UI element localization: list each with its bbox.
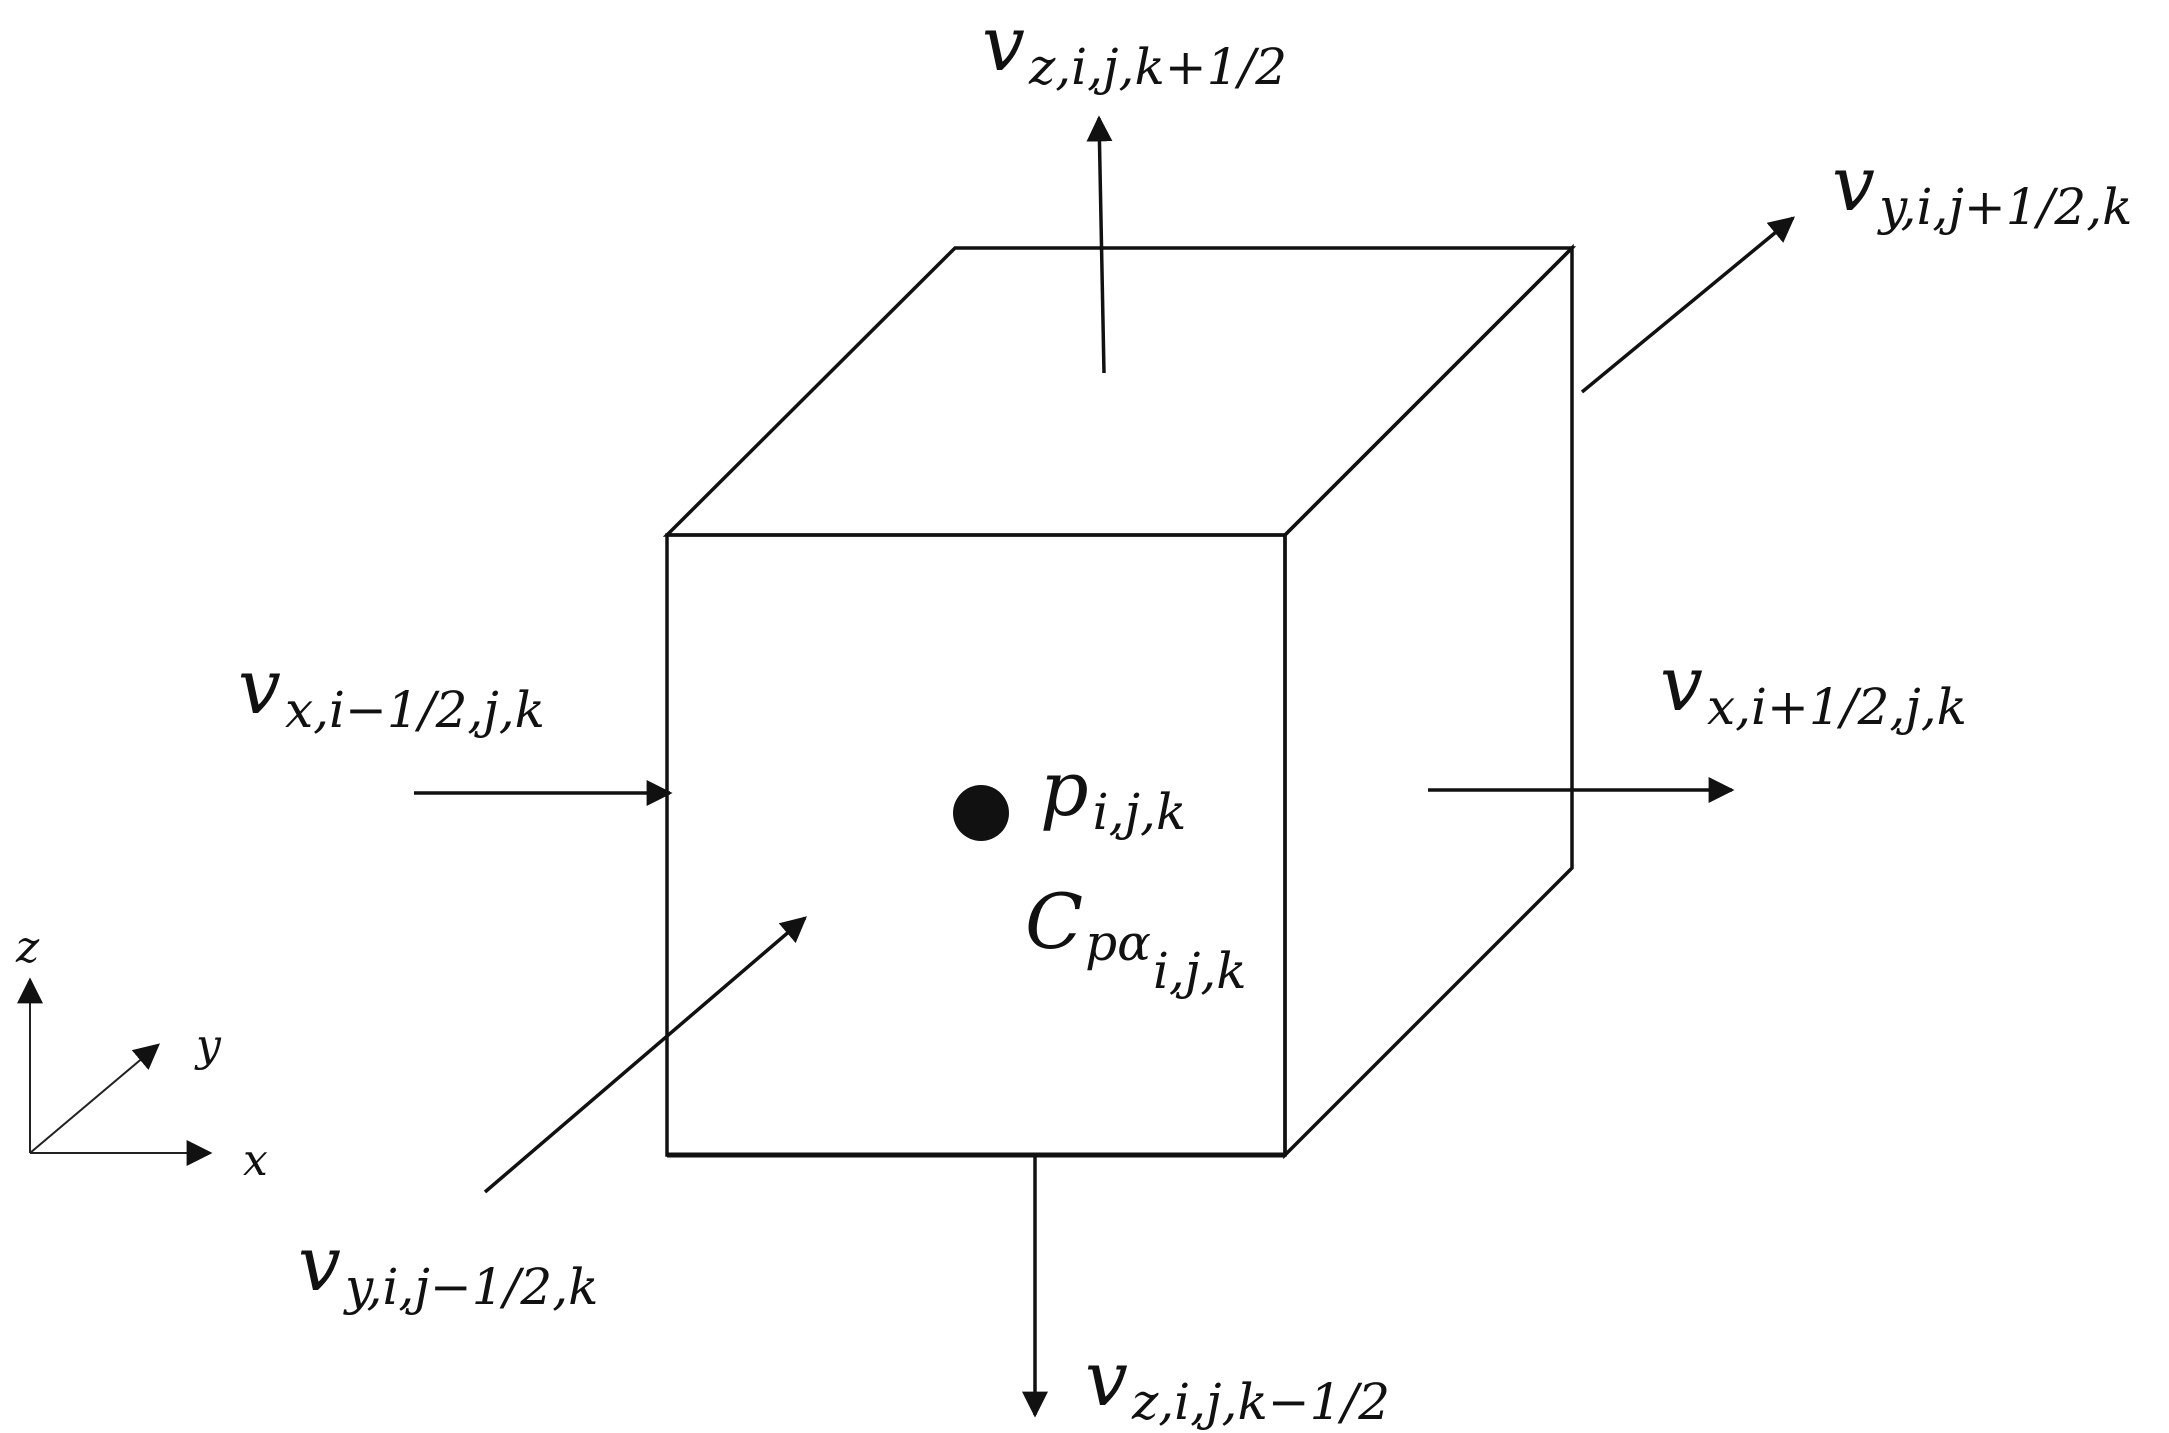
vz-top-label: vz,i,j,k+1/2 (982, 0, 1287, 96)
cell-center-point (953, 785, 1009, 841)
svg-text:vz,i,j,k−1/2: vz,i,j,k−1/2 (1085, 1334, 1390, 1431)
cube (662, 243, 1577, 1160)
svg-text:vy,i,j+1/2,k: vy,i,j+1/2,k (1832, 139, 2132, 236)
pressure-label: pi,j,k (1040, 744, 1186, 841)
svg-text:vx,i+1/2,j,k: vx,i+1/2,j,k (1660, 639, 1967, 736)
cube-front-face (665, 533, 1287, 1157)
vy-front-label: vy,i,j−1/2,k (298, 1219, 598, 1316)
z-axis-label: z (15, 922, 40, 973)
coordinate-axes: z y x (15, 922, 268, 1186)
svg-text:Cpαi,j,k: Cpαi,j,k (1025, 877, 1247, 1000)
flow-arrows (414, 115, 1796, 1418)
vz-bottom-label: vz,i,j,k−1/2 (1085, 1334, 1390, 1431)
vy-front-arrow (483, 916, 807, 1194)
svg-text:pi,j,k: pi,j,k (1040, 744, 1186, 841)
y-axis (29, 1043, 160, 1154)
x-axis-label: x (243, 1135, 268, 1186)
concentration-label: Cpαi,j,k (1025, 877, 1247, 1000)
svg-text:vz,i,j,k+1/2: vz,i,j,k+1/2 (982, 0, 1287, 96)
vx-left-label: vx,i−1/2,j,k (238, 642, 545, 739)
svg-text:vx,i−1/2,j,k: vx,i−1/2,j,k (238, 642, 545, 739)
vy-back-label: vy,i,j+1/2,k (1832, 139, 2132, 236)
cube-right-face (1283, 243, 1574, 1160)
vx-right-label: vx,i+1/2,j,k (1660, 639, 1967, 736)
vy-back-arrow (1580, 216, 1796, 394)
y-axis-label: y (194, 1020, 222, 1071)
svg-text:vy,i,j−1/2,k: vy,i,j−1/2,k (298, 1219, 598, 1316)
cube-top-face (662, 246, 1577, 537)
vz-top-arrow (1086, 115, 1113, 374)
